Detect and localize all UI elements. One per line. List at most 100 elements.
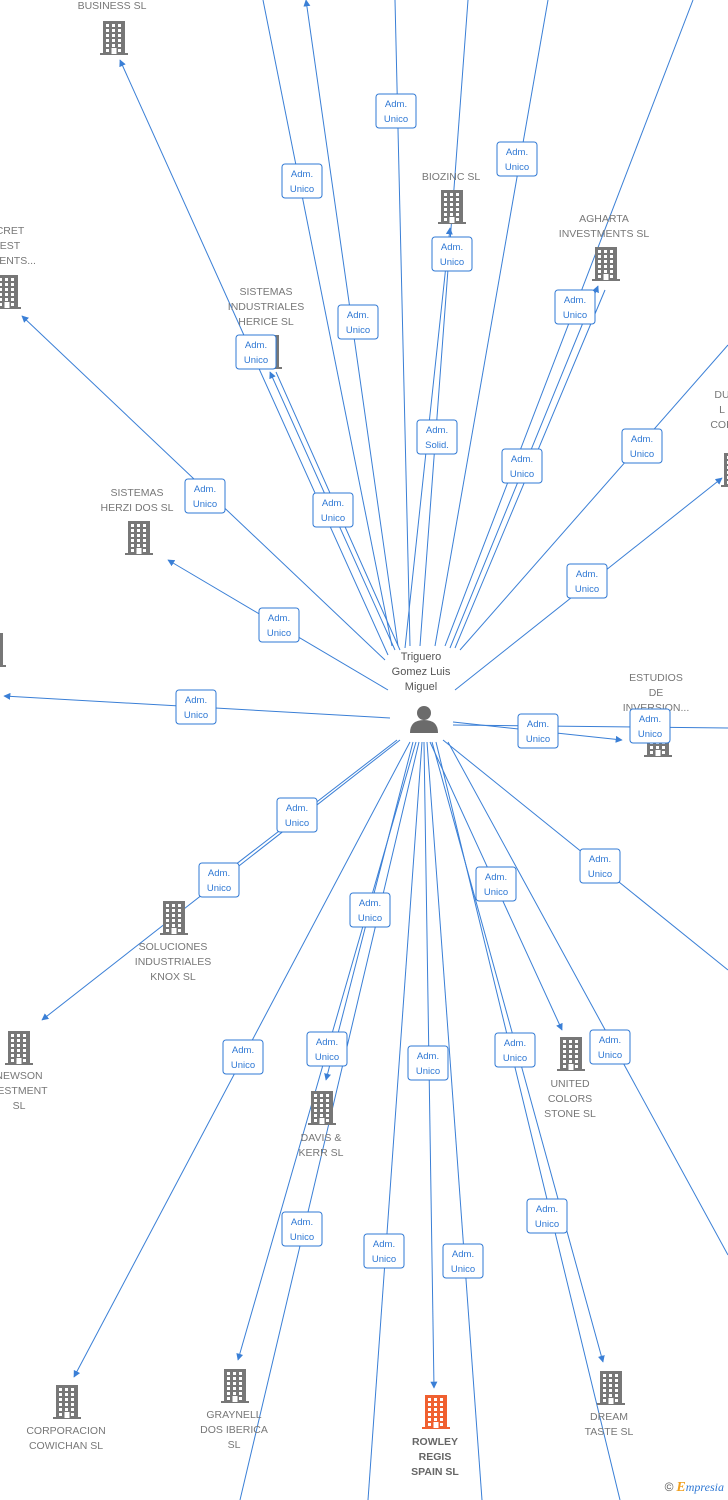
building-icon [5, 1031, 33, 1065]
edge-label-line2: Unico [563, 310, 587, 321]
edge-label-role[interactable]: Adm.Unico [475, 866, 517, 902]
edge-label-role[interactable]: Adm.Unico [554, 289, 596, 325]
edge-label-role[interactable]: Adm.Solid. [416, 419, 458, 455]
company-label-line: SISTEMAS [110, 487, 163, 499]
edge-label-role[interactable]: Adm.Unico [337, 304, 379, 340]
edge-label-line2: Unico [588, 869, 612, 880]
edge-label-role[interactable]: Adm.Unico [442, 1243, 484, 1279]
edge-label-role[interactable]: Adm.Unico [281, 1211, 323, 1247]
company-label-line: SOLUCIONES [139, 941, 208, 953]
edge-line [262, 0, 393, 647]
edge-label-line2: Unico [526, 734, 550, 745]
edge-label-line1: Adm. [599, 1035, 621, 1046]
edge-label-role[interactable]: Adm.Unico [431, 236, 473, 272]
building-icon [53, 1385, 81, 1419]
edge-label-line1: Adm. [291, 1217, 313, 1228]
company-label-line: COLORS [548, 1093, 592, 1105]
edge-label-role[interactable]: Adm.Unico [184, 478, 226, 514]
company-label-line: INDUSTRIALES [228, 301, 304, 313]
edge-label-role[interactable]: Adm.Unico [494, 1032, 536, 1068]
edge-label-role[interactable]: Adm.Unico [312, 492, 354, 528]
edge-label-line1: Adm. [385, 99, 407, 110]
company-label-line: L [719, 404, 725, 416]
company-label-line: HERICE SL [238, 316, 294, 328]
edge-label-line2: Unico [193, 499, 217, 510]
edge-label-role[interactable]: Adm.Unico [526, 1198, 568, 1234]
edge-label-role[interactable]: Adm.Unico [175, 689, 217, 725]
company-node-left-partial[interactable] [0, 633, 6, 667]
company-node-business[interactable]: BUSINESS SL [78, 0, 147, 55]
building-icon [592, 247, 620, 281]
company-label-line: REGIS [419, 1451, 452, 1463]
edge-label-line1: Adm. [208, 868, 230, 879]
edge-label-role[interactable]: Adm.Unico [258, 607, 300, 643]
company-node-du-cor[interactable]: DULCOR [710, 389, 728, 487]
edge-label-line1: Adm. [347, 310, 369, 321]
company-label-line: BIOZINC SL [422, 171, 481, 183]
company-node-newson[interactable]: NEWSONVESTMENTSL [0, 1031, 48, 1112]
building-icon [0, 275, 21, 309]
edge-label-line2: Unico [315, 1052, 339, 1063]
edge-label-line1: Adm. [426, 425, 448, 436]
edge-label-line2: Unico [244, 355, 268, 366]
edge-label-role[interactable]: Adm.Unico [276, 797, 318, 833]
edge-label-role[interactable]: Adm.Unico [517, 713, 559, 749]
edge-line [435, 741, 621, 1500]
edge-label-line2: Unico [384, 114, 408, 125]
company-label-line: EST [0, 240, 21, 252]
edge-label-role[interactable]: Adm.Unico [349, 892, 391, 928]
edge-label-role[interactable]: Adm. Unico [375, 93, 417, 129]
edge-label-role[interactable]: Adm.Unico [579, 848, 621, 884]
building-icon [438, 190, 466, 224]
edge-label-line2: Unico [416, 1066, 440, 1077]
company-node-biozinc[interactable]: BIOZINC SL [422, 171, 481, 224]
edge-label-line1: Adm. [511, 454, 533, 465]
edge-label-line1: Adm. [286, 803, 308, 814]
building-icon [721, 453, 728, 487]
company-node-secret[interactable]: CRETESTTMENTS... [0, 225, 36, 309]
edge-label-line2: Unico [290, 184, 314, 195]
company-label-line: AGHARTA [579, 213, 629, 225]
edge-label-line1: Adm. [639, 714, 661, 725]
edge-label-line1: Adm. [322, 498, 344, 509]
company-label-line: ESTUDIOS [629, 672, 683, 684]
edge-label-role[interactable]: Adm.Unico [566, 563, 608, 599]
edge-label-line2: Unico [184, 710, 208, 721]
company-label-line: VESTMENT [0, 1085, 48, 1097]
company-label-line: DE [649, 687, 664, 699]
edge-label-role[interactable]: Adm.Unico [222, 1039, 264, 1075]
edge-line [459, 344, 728, 651]
edge-label-role[interactable]: Adm.Unico [501, 448, 543, 484]
edge-label-role[interactable]: Adm.Unico [589, 1029, 631, 1065]
edge-label-role[interactable]: Adm.Unico [629, 708, 671, 744]
company-node-davis[interactable]: DAVIS &KERR SL [299, 1091, 344, 1159]
person-name-line: Gomez Luis [392, 666, 451, 678]
company-label-line: CRET [0, 225, 25, 237]
company-label-line: GRAYNELL [206, 1409, 261, 1421]
edge-label-line2: Unico [372, 1254, 396, 1265]
edge-label-role[interactable]: Adm. Unico [235, 334, 277, 370]
company-label-line: COWICHAN SL [29, 1440, 103, 1452]
edge-label-line1: Adm. [245, 340, 267, 351]
edge-label-line2: Unico [505, 162, 529, 173]
edge-line [452, 724, 728, 729]
edge-label-role[interactable]: Adm.Unico [621, 428, 663, 464]
edge-label-role[interactable]: Adm.Unico [407, 1045, 449, 1081]
edge-label-role[interactable]: Adm.Unico [281, 163, 323, 199]
edge-label-role[interactable]: Adm.Unico [198, 862, 240, 898]
edge-label-line1: Adm. [441, 242, 463, 253]
company-label-line: NEWSON [0, 1070, 43, 1082]
edge-label-role[interactable]: Adm.Unico [496, 141, 538, 177]
edge-label-role[interactable]: Adm.Unico [306, 1031, 348, 1067]
brand-name: mpresia [685, 1480, 724, 1494]
edge-label-role[interactable]: Adm.Unico [363, 1233, 405, 1269]
